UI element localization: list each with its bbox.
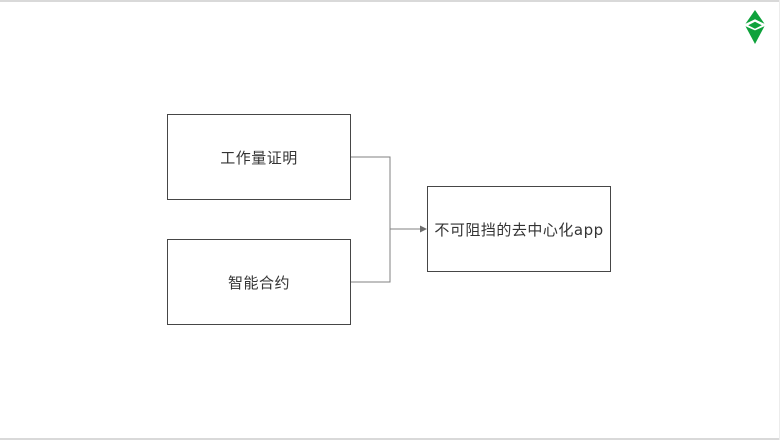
arrowhead-icon [420,225,427,233]
diagram-node-unstoppable-dapp[interactable]: 不可阻挡的去中心化app [427,186,611,272]
slide-top-edge [0,0,780,2]
node-label: 不可阻挡的去中心化app [434,220,604,239]
diagram-node-proof-of-work[interactable]: 工作量证明 [167,114,351,200]
node-label: 工作量证明 [220,148,298,167]
node-label: 智能合约 [227,273,290,292]
diagram-node-smart-contract[interactable]: 智能合约 [167,239,351,325]
ethereum-classic-logo-icon [745,10,765,44]
slide-bottom-edge [0,438,780,440]
